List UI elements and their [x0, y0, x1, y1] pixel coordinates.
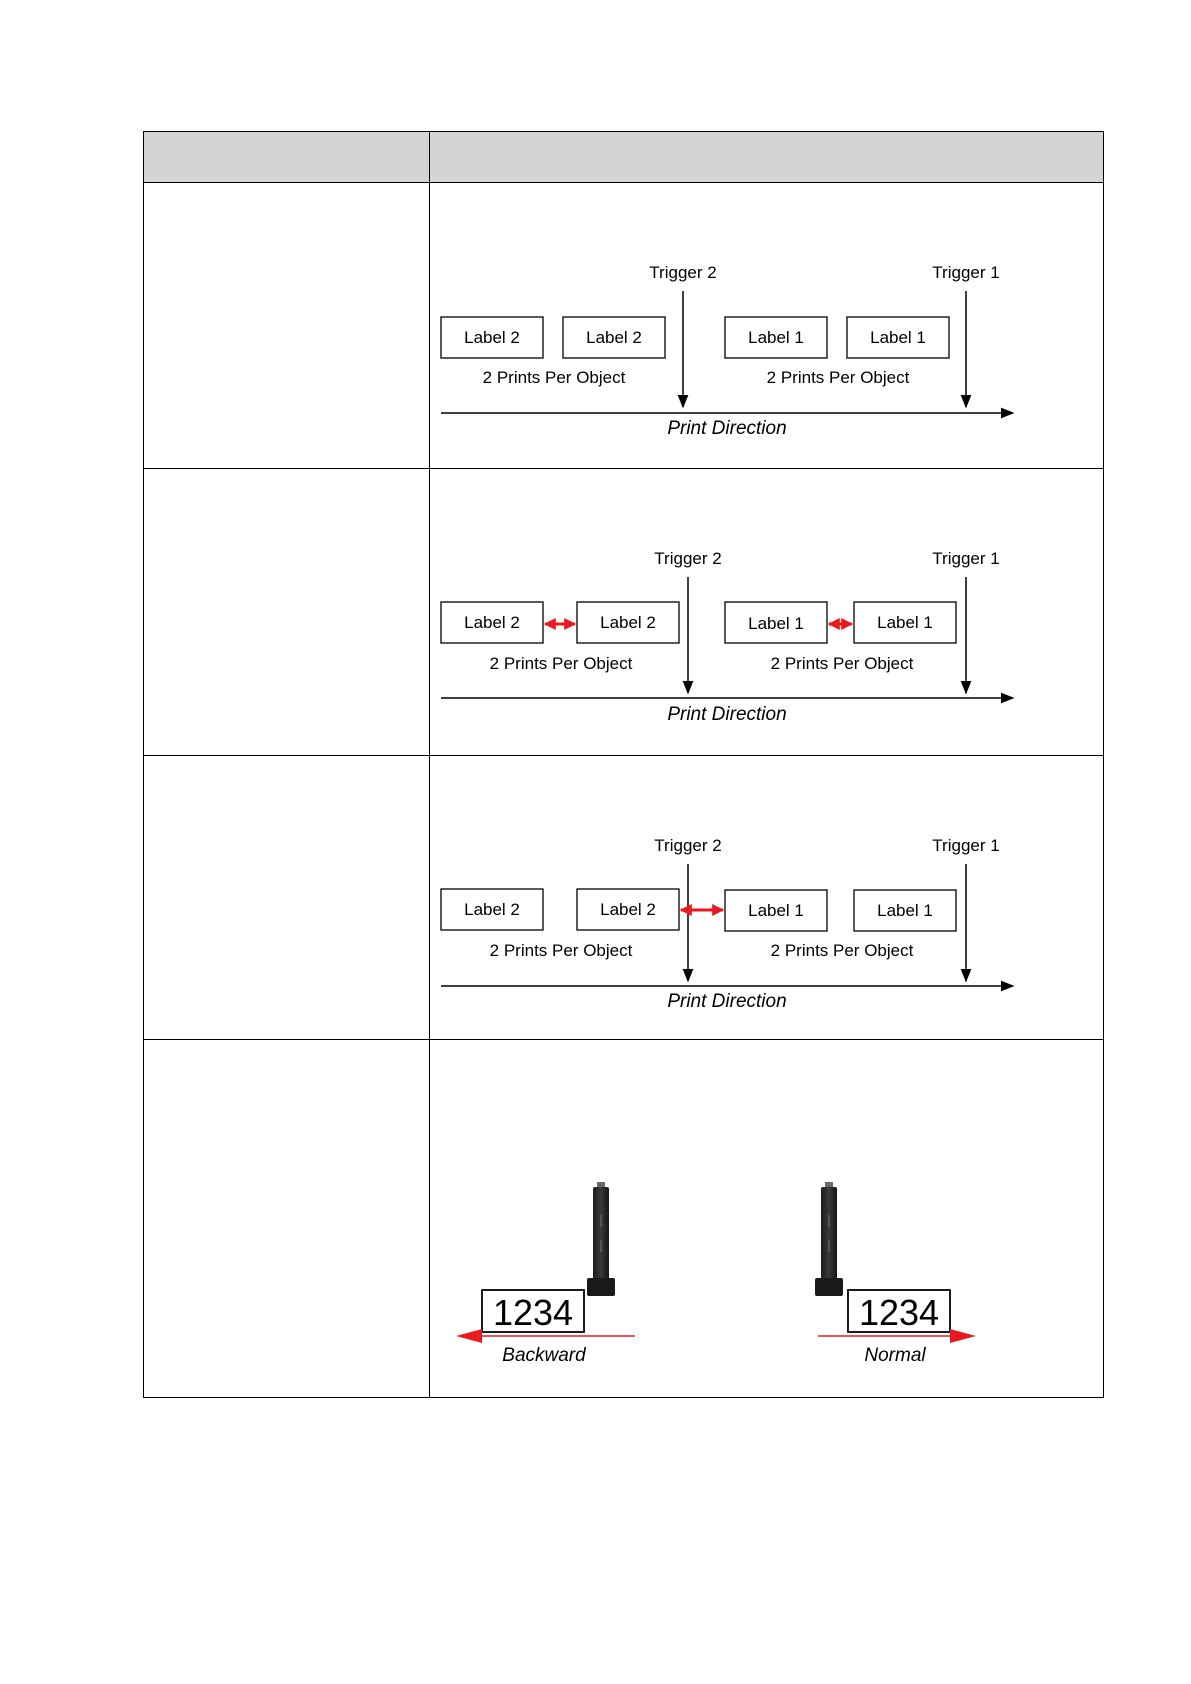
label-text: Label 1 [877, 613, 933, 632]
arrow-right-icon [818, 1329, 976, 1343]
row-divider [144, 468, 1103, 469]
column-divider [429, 132, 430, 1397]
table-row-1-figure: Trigger 2 Trigger 1 Label 2 Label 2 Labe… [430, 183, 1104, 468]
label-text: Label 2 [586, 328, 642, 347]
prints-per-object-caption: 2 Prints Per Object [771, 654, 914, 673]
table-row-3-figure: Trigger 2 Trigger 1 Label 2 Label 2 Labe… [430, 756, 1104, 1039]
label-box [562, 316, 666, 359]
table-row-2-description [144, 469, 429, 755]
label-text: Label 1 [748, 614, 804, 633]
prints-per-object-caption: 2 Prints Per Object [490, 654, 633, 673]
trigger-1-label: Trigger 1 [932, 836, 999, 855]
label-text: Label 1 [748, 901, 804, 920]
label-box [724, 601, 828, 644]
label-box [853, 889, 957, 932]
trigger-2-label: Trigger 2 [654, 836, 721, 855]
row-divider [144, 1039, 1103, 1040]
table-row-1-description [144, 183, 429, 468]
label-text: Label 2 [464, 328, 520, 347]
settings-table: Trigger 2 Trigger 1 Label 2 Label 2 Labe… [143, 131, 1104, 1398]
backward-caption: Backward [502, 1345, 587, 1366]
label-box [576, 888, 680, 931]
sample-print-box [481, 1289, 585, 1333]
trigger-2-label: Trigger 2 [649, 263, 716, 282]
prints-per-object-caption: 2 Prints Per Object [767, 368, 910, 387]
print-direction-label: Print Direction [667, 991, 786, 1012]
table-row-4-description [144, 1040, 429, 1397]
print-direction-label: Print Direction [667, 704, 786, 725]
printhead-icon [815, 1182, 843, 1296]
label-text: Label 1 [877, 901, 933, 920]
label-box [846, 316, 950, 359]
label-box [853, 601, 957, 644]
table-row-3-description [144, 756, 429, 1039]
label-box [576, 601, 680, 644]
sample-print-text: 1234 [859, 1292, 939, 1333]
row-divider [144, 755, 1103, 756]
sample-print-box [847, 1289, 951, 1333]
arrow-left-icon [456, 1329, 635, 1343]
trigger-1-label: Trigger 1 [932, 263, 999, 282]
label-text: Label 1 [748, 328, 804, 347]
label-box [724, 889, 828, 932]
trigger-1-label: Trigger 1 [932, 549, 999, 568]
prints-per-object-caption: 2 Prints Per Object [490, 941, 633, 960]
label-box [440, 316, 544, 359]
normal-caption: Normal [864, 1345, 926, 1366]
sample-print-text: 1234 [493, 1292, 573, 1333]
prints-per-object-caption: 2 Prints Per Object [771, 941, 914, 960]
table-header-row [144, 132, 1103, 183]
prints-per-object-caption: 2 Prints Per Object [483, 368, 626, 387]
trigger-2-label: Trigger 2 [654, 549, 721, 568]
label-text: Label 2 [464, 900, 520, 919]
label-box [724, 316, 828, 359]
table-row-4-figure: 1234 Backward 1234 Normal [430, 1040, 1104, 1397]
label-text: Label 2 [600, 613, 656, 632]
table-row-2-figure: Trigger 2 Trigger 1 Label 2 Label 2 Labe… [430, 469, 1104, 755]
print-direction-label: Print Direction [667, 418, 786, 439]
label-text: Label 2 [600, 900, 656, 919]
printhead-icon [587, 1182, 615, 1296]
label-box [440, 601, 544, 644]
label-text: Label 1 [870, 328, 926, 347]
label-text: Label 2 [464, 613, 520, 632]
label-box [440, 888, 544, 931]
